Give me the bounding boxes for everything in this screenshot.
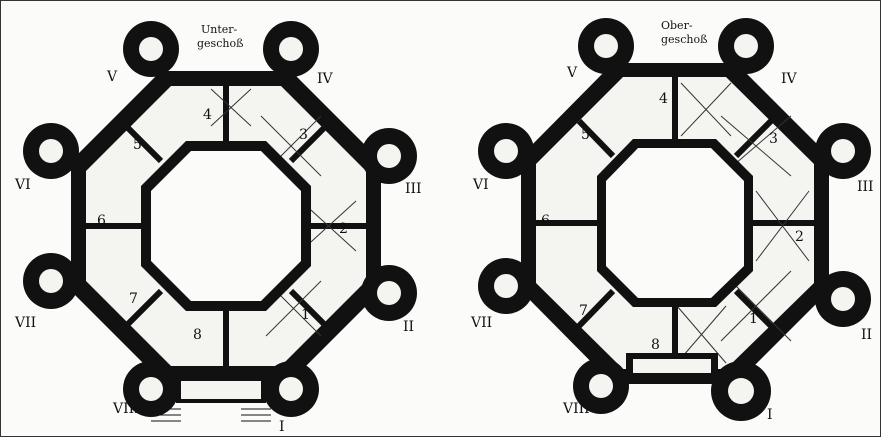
- tower-label-I: I: [767, 407, 773, 423]
- tower-label-VIII: VIII: [112, 401, 140, 417]
- tower-label-V: V: [106, 69, 118, 85]
- room-label-8: 8: [651, 337, 660, 353]
- tower-label-IV: IV: [317, 71, 334, 87]
- tower-label-VIII: VIII: [562, 401, 590, 417]
- courtyard: [151, 151, 301, 301]
- room-label-2: 2: [795, 229, 804, 245]
- towers-left: [23, 21, 417, 417]
- plan-obergeschoss: 1 2 3 4 5 6 7 8 I II III IV V VI VII VII…: [470, 18, 874, 423]
- room-label-7: 7: [579, 303, 588, 319]
- plan-untergeschoss: 1 2 3 4 5 6 7 8 I II III IV V VI VII VII…: [14, 21, 422, 435]
- room-label-5: 5: [133, 137, 142, 153]
- room-label-1: 1: [301, 307, 310, 323]
- tower-label-II: II: [861, 327, 872, 343]
- tower-label-I: I: [279, 419, 285, 435]
- tower-label-II: II: [403, 319, 414, 335]
- tower-label-IV: IV: [781, 71, 798, 87]
- room-label-3: 3: [299, 127, 308, 143]
- room-label-2: 2: [339, 221, 348, 237]
- room-label-6: 6: [541, 213, 550, 229]
- tower-label-VII: VII: [14, 315, 36, 331]
- tower-label-VII: VII: [470, 315, 492, 331]
- stairs: [151, 408, 271, 422]
- floor-caption-line2: geschoß: [197, 37, 243, 50]
- tower-label-V: V: [566, 65, 578, 81]
- tower-label-III: III: [857, 179, 874, 195]
- floor-caption-line1: Ober-: [661, 19, 693, 32]
- room-label-5: 5: [581, 127, 590, 143]
- tower-label-III: III: [405, 181, 422, 197]
- towers-right: [478, 18, 871, 421]
- room-label-6: 6: [97, 213, 106, 229]
- floor-caption-line1: Unter-: [201, 23, 238, 36]
- courtyard: [606, 148, 744, 298]
- room-label-1: 1: [749, 311, 758, 327]
- room-label-3: 3: [769, 131, 778, 147]
- room-label-7: 7: [129, 291, 138, 307]
- floor-caption-line2: geschoß: [661, 33, 707, 46]
- tower-label-VI: VI: [14, 177, 31, 193]
- room-dividers: [86, 86, 366, 366]
- room-label-8: 8: [193, 327, 202, 343]
- room-label-4: 4: [203, 107, 212, 123]
- tower-label-VI: VI: [472, 177, 489, 193]
- room-label-4: 4: [659, 91, 668, 107]
